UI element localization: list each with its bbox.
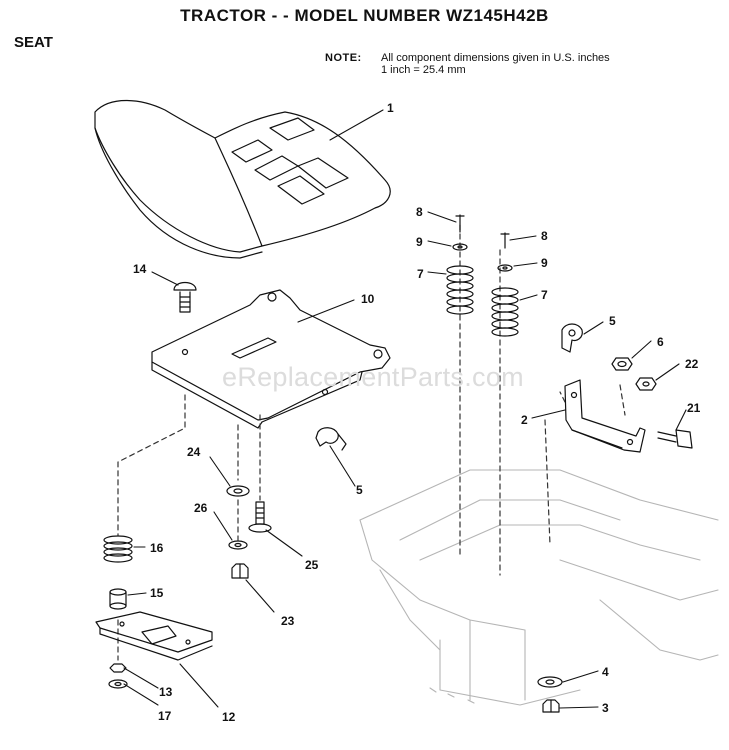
callout-labels: 1 2 3 4 5 5 6 7 7 8 8 9 9 10 12 13 14 15… (133, 101, 701, 724)
bolt-21 (657, 429, 693, 449)
clip-upper (561, 323, 583, 353)
callout-26: 26 (194, 501, 208, 515)
callout-5-lower: 5 (356, 483, 363, 497)
washer-9-left (452, 243, 468, 251)
callout-21: 21 (687, 401, 701, 415)
spring-7-right (491, 287, 519, 337)
leader-lines (123, 109, 687, 709)
note-line-2: 1 inch = 25.4 mm (381, 64, 466, 76)
callout-4: 4 (602, 665, 609, 679)
callout-10: 10 (361, 292, 375, 306)
spacer (109, 588, 127, 610)
washer-9-right (497, 264, 513, 272)
callout-12: 12 (222, 710, 236, 724)
washer-4 (537, 676, 563, 688)
bolt-25 (248, 501, 272, 533)
washer-26 (228, 540, 248, 550)
callout-9-left: 9 (416, 235, 423, 249)
callout-24: 24 (187, 445, 201, 459)
dashed-leaders (117, 224, 626, 661)
callout-15: 15 (150, 586, 164, 600)
callout-9-right: 9 (541, 256, 548, 270)
callout-25: 25 (305, 558, 319, 572)
note-text: All component dimensions given in U.S. i… (381, 52, 701, 76)
callout-2: 2 (521, 413, 528, 427)
callout-13: 13 (159, 685, 173, 699)
pin-left (455, 214, 465, 233)
callout-7-left: 7 (417, 267, 424, 281)
callout-23: 23 (281, 614, 295, 628)
note-line-1: All component dimensions given in U.S. i… (381, 52, 610, 64)
clip-lower (315, 427, 347, 451)
callout-16: 16 (150, 541, 164, 555)
tractor-frame (359, 469, 719, 706)
callout-3: 3 (602, 701, 609, 715)
callout-8-left: 8 (416, 205, 423, 219)
pin-right (500, 232, 510, 249)
callout-17: 17 (158, 709, 172, 723)
note-label: NOTE: (325, 52, 362, 64)
nut-22 (635, 377, 657, 391)
nut-6 (611, 357, 633, 371)
section-label: SEAT (14, 34, 53, 51)
spring-left (103, 535, 133, 563)
seat (94, 100, 391, 259)
diagram-title: TRACTOR - - MODEL NUMBER WZ145H42B (180, 6, 549, 25)
carriage-bolt (173, 281, 197, 313)
washer-24 (226, 485, 250, 497)
nut-23 (231, 563, 249, 579)
callout-6: 6 (657, 335, 664, 349)
callout-22: 22 (685, 357, 699, 371)
callout-7-right: 7 (541, 288, 548, 302)
bracket-plate (95, 611, 213, 661)
seat-pan (151, 289, 391, 429)
spring-7-left (446, 265, 474, 315)
callout-1: 1 (387, 101, 394, 115)
callout-5-upper: 5 (609, 314, 616, 328)
bolt-3 (542, 699, 560, 713)
callout-8-right: 8 (541, 229, 548, 243)
callout-14: 14 (133, 262, 147, 276)
lower-nut (108, 663, 128, 689)
mounting-bracket (564, 379, 646, 453)
